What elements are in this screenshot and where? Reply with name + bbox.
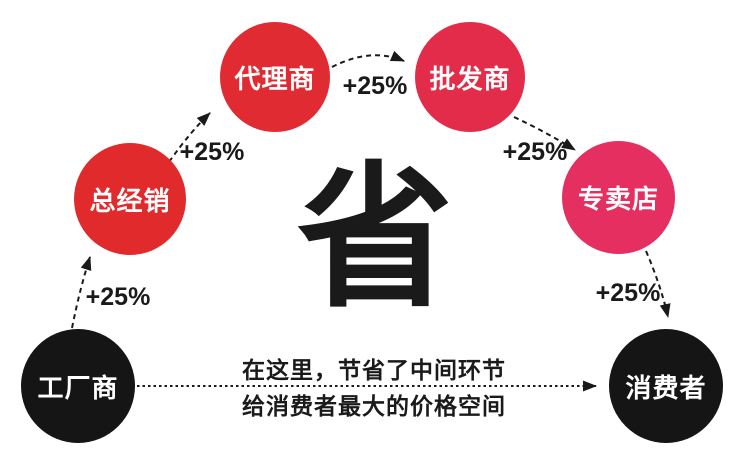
- arrow-specialty-to-consumer: [645, 250, 671, 318]
- node-general-distributor-label: 总经销: [89, 185, 171, 216]
- arrow-factory-to-distributor: [71, 256, 92, 329]
- node-specialty-store: 专卖店: [562, 141, 675, 254]
- node-general-distributor: 总经销: [74, 143, 186, 255]
- caption-line2: 给消费者最大的价格空间: [242, 393, 506, 419]
- node-consumer-label: 消费者: [625, 372, 707, 403]
- node-factory-label: 工厂商: [37, 372, 119, 403]
- edge-label-factory-distributor: +25%: [85, 283, 151, 311]
- edge-label-agent-wholesaler: +25%: [342, 72, 408, 100]
- node-wholesaler-label: 批发商: [429, 63, 511, 94]
- edge-label-specialty-consumer: +25%: [595, 279, 661, 307]
- edge-label-wholesaler-specialty: +25%: [502, 138, 568, 166]
- node-wholesaler: 批发商: [415, 22, 525, 132]
- node-factory: 工厂商: [21, 329, 135, 443]
- node-consumer: 消费者: [609, 329, 723, 443]
- caption: 在这里，节省了中间环节 给消费者最大的价格空间: [214, 352, 534, 424]
- arrow-agent-to-wholesaler: [331, 50, 405, 68]
- node-agent-label: 代理商: [234, 63, 316, 94]
- arrow-wholesaler-to-specialty: [513, 116, 576, 151]
- center-save-character: 省: [297, 152, 453, 326]
- caption-line1: 在这里，节省了中间环节: [242, 357, 506, 383]
- node-agent: 代理商: [220, 22, 330, 132]
- node-specialty-store-label: 专卖店: [577, 184, 659, 214]
- edge-label-distributor-agent: +25%: [179, 138, 245, 166]
- arrow-distributor-to-agent: [168, 112, 211, 163]
